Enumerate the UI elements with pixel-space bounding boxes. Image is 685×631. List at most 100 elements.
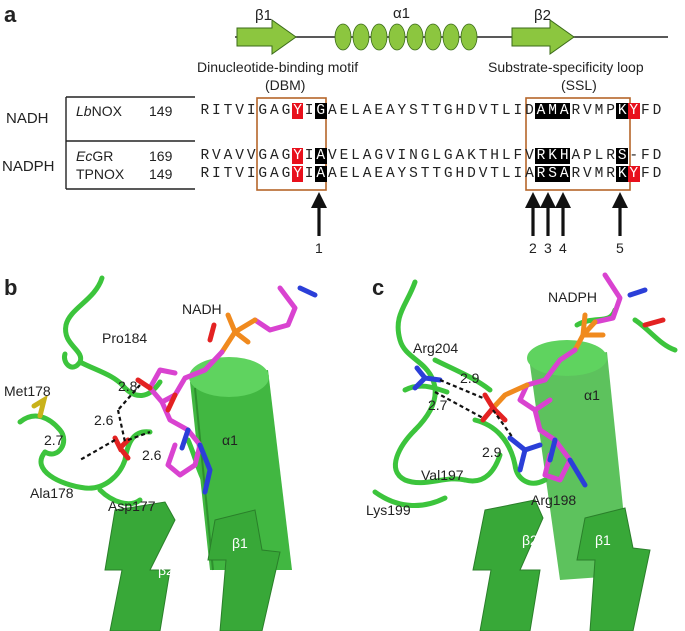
residue-letter: A (222, 148, 234, 164)
residue-letter: D (524, 103, 536, 119)
residue-letter: V (211, 148, 223, 164)
beta1-label: β1 (255, 7, 272, 24)
strand-beta2-label-b: β2 (158, 562, 174, 578)
residue-letter: P (582, 148, 594, 164)
residue-arg198: Arg198 (531, 492, 576, 508)
residue-letter: H (489, 148, 501, 164)
arrow-number-4: 4 (559, 240, 567, 256)
group-nadh: NADH (6, 110, 49, 127)
position-row-2: 169 (149, 148, 172, 164)
residue-letter: T (222, 103, 234, 119)
residue-letter: H (454, 166, 466, 182)
distance-b-2: 2.6 (94, 412, 113, 428)
distance-b-4: 2.6 (142, 447, 161, 463)
distance-b-3: 2.7 (44, 432, 63, 448)
sequence-row-lbnox: RITVIGAGYIGAELAEAYSTTGHDVTLIDAMARVMPKYFD (199, 103, 663, 119)
residue-letter: L (350, 103, 362, 119)
residue-letter: G (419, 148, 431, 164)
residue-letter: R (199, 166, 211, 182)
residue-letter: A (315, 166, 327, 182)
residue-letter: T (222, 166, 234, 182)
residue-letter: D (651, 103, 663, 119)
residue-letter: A (327, 166, 339, 182)
residue-letter: Y (628, 103, 640, 119)
residue-letter: L (350, 148, 362, 164)
residue-pro184: Pro184 (102, 330, 147, 346)
residue-letter: R (199, 103, 211, 119)
arrow-number-2: 2 (529, 240, 537, 256)
mutation-arrows (311, 192, 628, 236)
residue-letter: A (361, 103, 373, 119)
residue-letter: L (593, 148, 605, 164)
residue-letter: R (605, 148, 617, 164)
residue-letter: Y (396, 103, 408, 119)
dbm-abbrev: (DBM) (265, 77, 305, 93)
residue-letter: A (361, 166, 373, 182)
distance-b-1: 2.8 (118, 378, 137, 394)
residue-letter: A (385, 103, 397, 119)
residue-letter: R (535, 148, 547, 164)
residue-letter: Y (292, 166, 304, 182)
residue-letter: A (269, 166, 281, 182)
residue-letter: D (466, 103, 478, 119)
arrow-number-3: 3 (544, 240, 552, 256)
residue-letter: S (408, 103, 420, 119)
residue-letter: A (361, 148, 373, 164)
residue-letter: V (385, 148, 397, 164)
residue-letter: K (466, 148, 478, 164)
residue-letter: S (408, 166, 420, 182)
residue-letter: G (442, 148, 454, 164)
residue-letter: G (257, 148, 269, 164)
residue-letter: I (245, 103, 257, 119)
residue-letter: P (605, 103, 617, 119)
residue-met178: Met178 (4, 383, 51, 399)
residue-letter: T (489, 166, 501, 182)
residue-letter: I (303, 103, 315, 119)
ssl-abbrev: (SSL) (561, 77, 597, 93)
residue-letter: E (373, 166, 385, 182)
residue-letter: V (234, 166, 246, 182)
dbm-label: Dinucleotide-binding motif (197, 59, 358, 75)
residue-letter: G (373, 148, 385, 164)
beta2-label: β2 (534, 7, 551, 24)
residue-letter: I (396, 148, 408, 164)
position-row-3: 149 (149, 166, 172, 182)
residue-letter: R (199, 148, 211, 164)
residue-letter: S (616, 148, 628, 164)
helix-label-c: α1 (584, 387, 600, 403)
residue-letter: Y (396, 166, 408, 182)
residue-letter: F (640, 148, 652, 164)
residue-letter: K (616, 166, 628, 182)
residue-letter: R (535, 166, 547, 182)
residue-asp177: Asp177 (108, 498, 155, 514)
residue-letter: V (477, 103, 489, 119)
residue-letter: L (350, 166, 362, 182)
species-name-row-3: TPNOX (76, 166, 124, 182)
residue-letter: K (547, 148, 559, 164)
arrow-number-5: 5 (616, 240, 624, 256)
ligand-label-b: NADH (182, 301, 222, 317)
residue-letter: K (616, 103, 628, 119)
species-name-row-1: LbNOX (76, 103, 122, 119)
residue-arg204: Arg204 (413, 340, 458, 356)
residue-letter: G (257, 103, 269, 119)
species-name-row-2: EcGR (76, 148, 113, 164)
residue-letter: L (500, 148, 512, 164)
beta1-arrow (237, 20, 296, 54)
distance-c-2: 2.7 (428, 397, 447, 413)
residue-letter: A (558, 103, 570, 119)
residue-letter: Y (292, 148, 304, 164)
residue-letter: V (524, 148, 536, 164)
residue-val197: Val197 (421, 467, 464, 483)
residue-letter: E (338, 148, 350, 164)
residue-letter: T (489, 103, 501, 119)
residue-letter: N (408, 148, 420, 164)
arrow-number-1: 1 (315, 240, 323, 256)
residue-letter: I (245, 166, 257, 182)
strand-beta1-label-c: β1 (595, 532, 611, 548)
residue-letter: G (315, 103, 327, 119)
residue-letter: I (512, 103, 524, 119)
residue-letter: V (477, 166, 489, 182)
